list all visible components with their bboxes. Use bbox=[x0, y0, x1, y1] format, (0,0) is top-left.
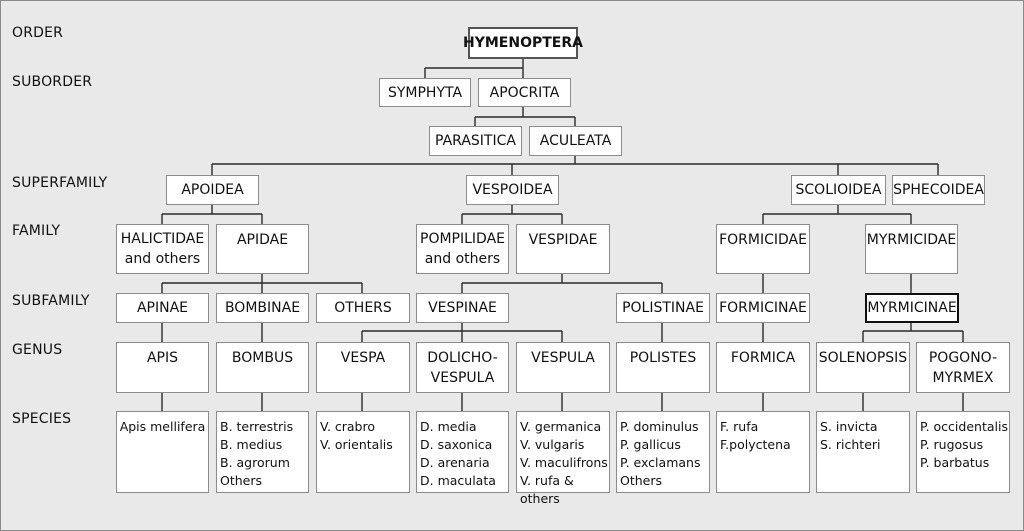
node-others: OTHERS bbox=[316, 293, 410, 323]
level-label-superfamily: SUPERFAMILY bbox=[12, 175, 108, 191]
node-symphyta: SYMPHYTA bbox=[379, 78, 471, 107]
species-vespula: V. germanica V. vulgaris V. maculifrons … bbox=[516, 411, 610, 506]
node-pogonomyrmex: POGONO- MYRMEX bbox=[916, 342, 1010, 393]
species-solenopsis: S. invicta S. richteri bbox=[816, 411, 910, 493]
node-hymenoptera: HYMENOPTERA bbox=[463, 27, 583, 59]
level-label-genus: GENUS bbox=[12, 342, 63, 358]
node-polistinae: POLISTINAE bbox=[616, 293, 710, 323]
node-apocrita: APOCRITA bbox=[478, 78, 571, 107]
node-polistes: POLISTES bbox=[616, 342, 710, 393]
node-myrmicidae: MYRMICIDAE bbox=[865, 224, 958, 274]
level-label-order: ORDER bbox=[12, 25, 64, 41]
level-label-species: SPECIES bbox=[12, 411, 72, 427]
node-sphecoidea: SPHECOIDEA bbox=[892, 175, 985, 205]
node-bombus: BOMBUS bbox=[216, 342, 309, 393]
species-formica: F. rufa F.polyctena bbox=[716, 411, 810, 493]
node-vespinae: VESPINAE bbox=[416, 293, 509, 323]
node-apinae: APINAE bbox=[116, 293, 209, 323]
node-apoidea: APOIDEA bbox=[166, 175, 259, 205]
node-dolichovespula: DOLICHO- VESPULA bbox=[416, 342, 509, 393]
node-formicidae: FORMICIDAE bbox=[716, 224, 810, 274]
level-label-suborder: SUBORDER bbox=[12, 74, 93, 90]
node-halictidae: HALICTIDAE and others bbox=[116, 224, 209, 274]
node-pompilidae: POMPILIDAE and others bbox=[416, 224, 509, 274]
node-solenopsis: SOLENOPSIS bbox=[816, 342, 910, 393]
node-formicinae: FORMICINAE bbox=[716, 293, 810, 323]
species-bombus: B. terrestris B. medius B. agrorum Other… bbox=[216, 411, 309, 493]
node-aculeata: ACULEATA bbox=[529, 126, 622, 156]
node-vespoidea: VESPOIDEA bbox=[466, 175, 559, 205]
species-apis: Apis mellifera bbox=[116, 411, 209, 493]
node-parasitica: PARASITICA bbox=[429, 126, 522, 156]
node-scolioidea: SCOLIOIDEA bbox=[791, 175, 886, 205]
node-apidae: APIDAE bbox=[216, 224, 309, 274]
species-pogonomyrmex: P. occidentalis P. rugosus P. barbatus bbox=[916, 411, 1010, 493]
node-bombinae: BOMBINAE bbox=[216, 293, 309, 323]
node-vespula: VESPULA bbox=[516, 342, 610, 393]
species-polistes: P. dominulus P. gallicus P. exclamans Ot… bbox=[616, 411, 710, 493]
species-dolichovespula: D. media D. saxonica D. arenaria D. macu… bbox=[416, 411, 509, 493]
node-vespidae: VESPIDAE bbox=[516, 224, 610, 274]
node-formica: FORMICA bbox=[716, 342, 810, 393]
level-label-subfamily: SUBFAMILY bbox=[12, 293, 90, 309]
node-myrmicinae: MYRMICINAE bbox=[865, 293, 959, 323]
node-apis: APIS bbox=[116, 342, 209, 393]
node-vespa: VESPA bbox=[316, 342, 410, 393]
species-vespa: V. crabro V. orientalis bbox=[316, 411, 410, 493]
level-label-family: FAMILY bbox=[12, 223, 61, 239]
